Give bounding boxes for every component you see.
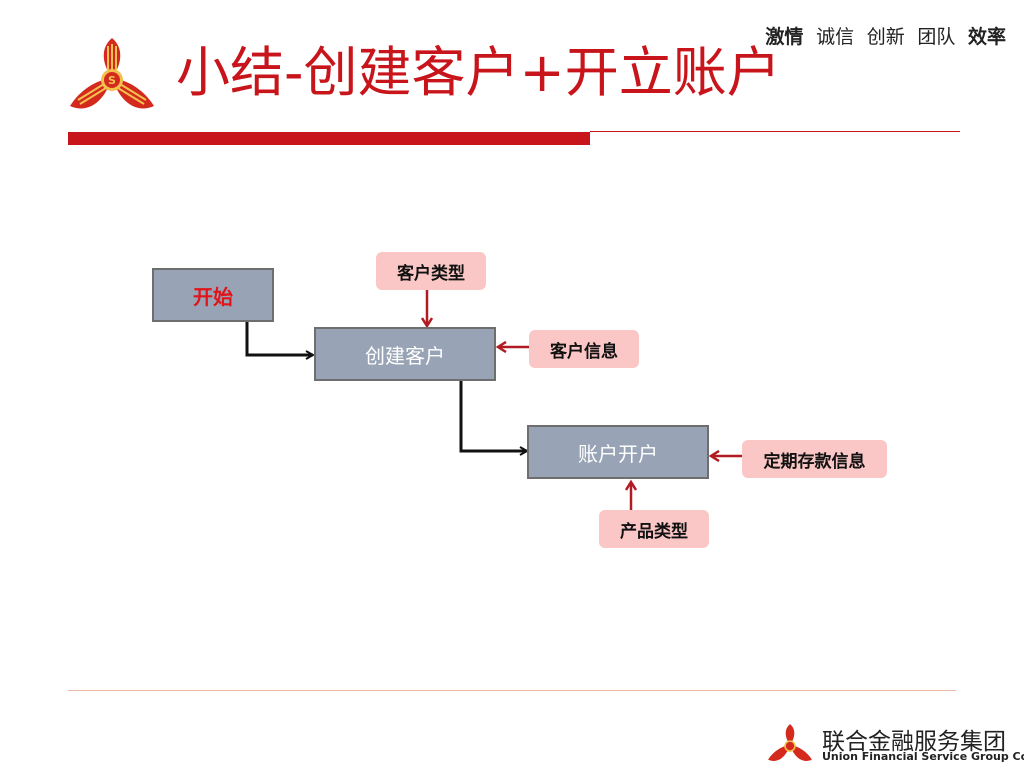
title-underline-thick [68,132,590,145]
slogan-word-innovation: 创新 [866,26,905,48]
footer-divider [68,690,956,691]
slogan: 激情 诚信 创新 团队 效率 [759,22,1006,49]
node-create-customer: 创建客户 [314,327,496,381]
title-underline-thin [590,131,960,132]
input-customer-info: 客户信息 [529,330,639,368]
node-start: 开始 [152,268,274,322]
page-title: 小结-创建客户+开立账户 [176,41,781,104]
svg-text:S: S [108,74,116,87]
slogan-word-passion: 激情 [765,26,804,48]
slogan-word-team: 团队 [917,26,956,48]
input-customer-type: 客户类型 [376,252,486,290]
edge-create-customer-to-open-account [459,381,527,451]
node-open-account: 账户开户 [527,425,709,479]
footer-logo-icon [768,724,812,761]
footer-company-name-en: Union Financial Service Group Co. LTD. [822,750,1024,763]
logo-icon: S [70,38,154,109]
footer-company-name: 联合金融服务集团 [822,729,1006,755]
slogan-word-efficiency: 效率 [967,26,1006,48]
input-product-type: 产品类型 [599,510,709,548]
input-deposit-info: 定期存款信息 [742,440,887,478]
slogan-word-integrity: 诚信 [816,26,855,48]
edge-start-to-create-customer [245,321,313,355]
